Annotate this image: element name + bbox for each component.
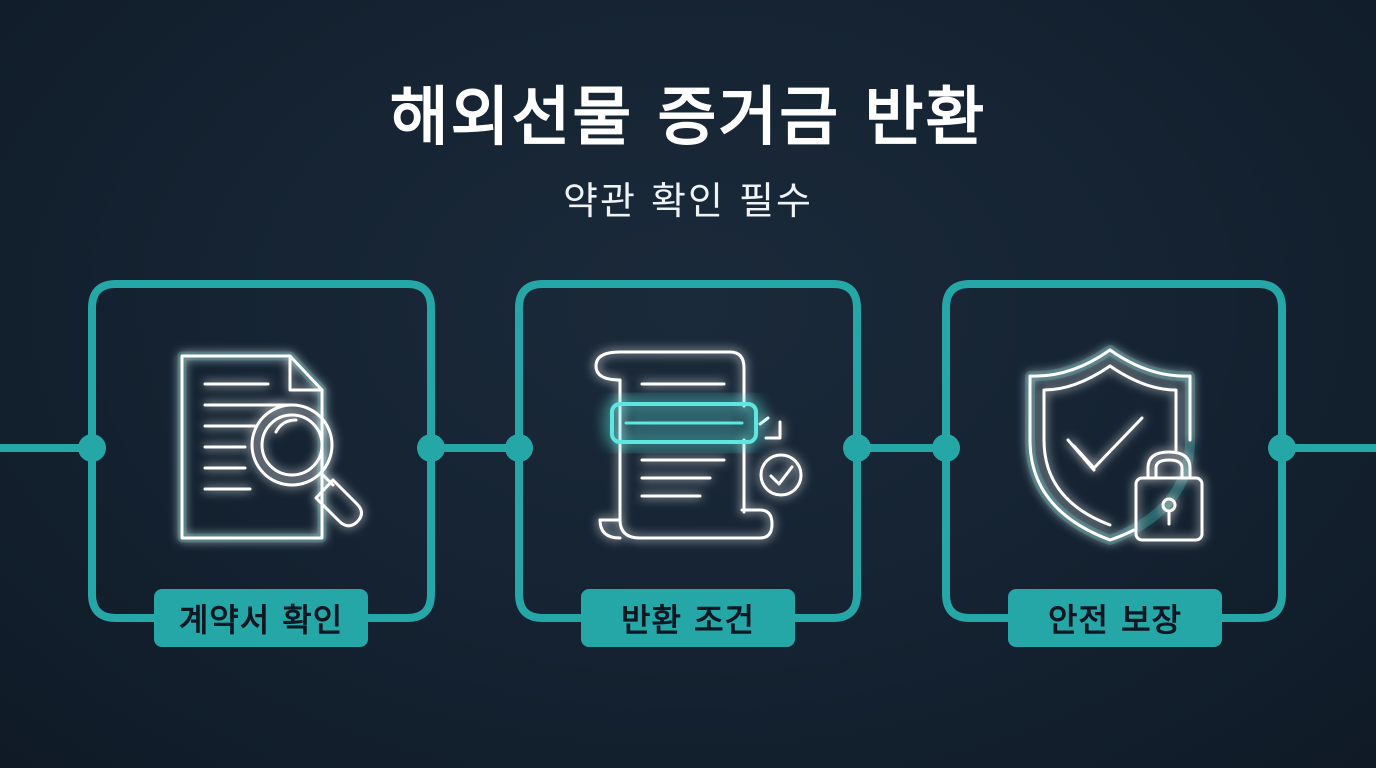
connector-dot xyxy=(1268,434,1296,462)
step-frame-2 xyxy=(515,280,861,622)
connector-dot xyxy=(932,434,960,462)
connector-dot xyxy=(78,434,106,462)
step-label-return-conditions: 반환 조건 xyxy=(581,589,795,647)
connector-dot xyxy=(417,434,445,462)
connector-dot xyxy=(505,434,533,462)
page-subtitle: 약관 확인 필수 xyxy=(563,179,813,223)
connector-dot xyxy=(843,434,871,462)
step-label-contract-check: 계약서 확인 xyxy=(154,589,368,647)
page-title: 해외선물 증거금 반환 xyxy=(389,81,987,155)
step-frame-3 xyxy=(942,280,1286,622)
step-frame-1 xyxy=(88,280,435,622)
document-search-icon xyxy=(177,351,363,543)
step-label-safety-guarantee: 안전 보장 xyxy=(1008,589,1222,647)
connector-dots xyxy=(78,434,1296,462)
shield-lock-icon xyxy=(1025,345,1204,545)
scroll-check-icon xyxy=(594,350,803,540)
